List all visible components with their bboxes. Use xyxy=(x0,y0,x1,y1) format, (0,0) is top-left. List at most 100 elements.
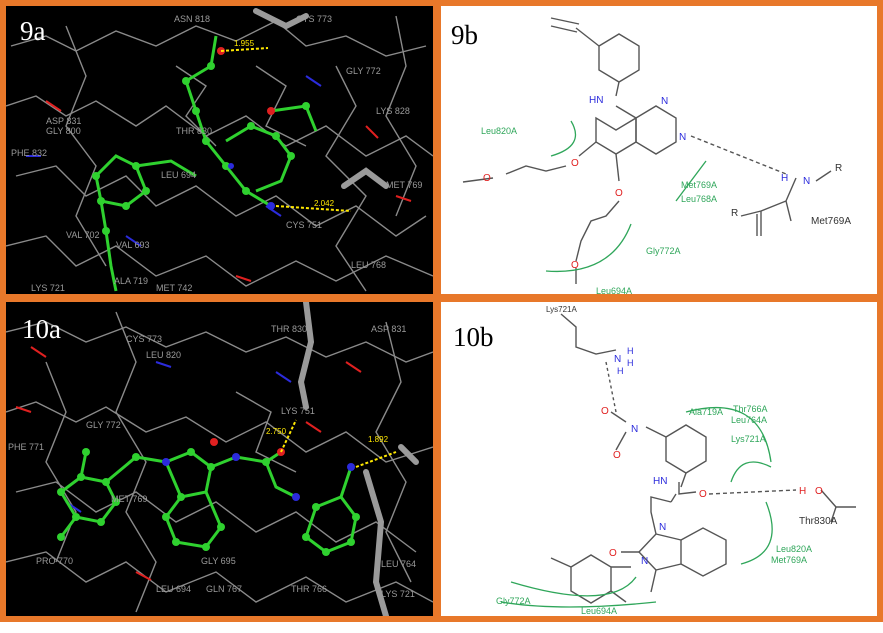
atom-label: N xyxy=(641,556,648,567)
residue-label: MET 769 xyxy=(386,180,422,190)
residue-label: Met769A xyxy=(681,180,717,190)
atom-label: H xyxy=(781,173,788,184)
atom-label: N xyxy=(679,132,686,143)
residue-label: LYS 828 xyxy=(376,106,410,116)
ligand-heteroatoms-10a xyxy=(162,438,355,501)
residue-label: LEU 768 xyxy=(351,260,386,270)
protein-backbone-10a xyxy=(6,311,433,613)
residue-label: Gly772A xyxy=(496,596,531,606)
atom-label: H xyxy=(799,486,806,497)
residue-label: LYS 751 xyxy=(281,406,315,416)
residue-label: VAL 702 xyxy=(66,230,100,240)
protein-backbone-9a xyxy=(6,15,433,292)
residue-label: Thr766A xyxy=(733,404,768,414)
residue-label: GLN 767 xyxy=(206,584,242,594)
hbond-label: 1.892 xyxy=(368,435,389,444)
residue-label: GLY 772 xyxy=(346,66,381,76)
residue-label: ASP 831 xyxy=(371,324,406,334)
panel-10a: 2.750 1.892 CYS 773 LEU 820 THR 830 ASP … xyxy=(6,302,433,616)
atom-label: O xyxy=(613,450,621,461)
atom-label: N xyxy=(614,354,621,365)
residue-label: Ala719A xyxy=(689,407,723,417)
residue-label: PRO 770 xyxy=(36,556,73,566)
atom-label: O xyxy=(601,406,609,417)
panel-9a-structure: 1.955 2.042 ASN 818 CYS 773 GLY 772 LYS … xyxy=(6,8,433,293)
atom-label: N xyxy=(803,176,810,187)
atom-label: H xyxy=(627,358,634,368)
polar-atoms-10a xyxy=(15,346,362,581)
residue-label: LEU 820 xyxy=(146,350,181,360)
hbond-label: 2.042 xyxy=(314,199,335,208)
panel-label-10b: 10b xyxy=(453,322,494,352)
atom-label: H xyxy=(617,366,624,376)
panel-10b: Lys721A Ala719A Thr766A Leu764A Lys721A … xyxy=(441,302,877,616)
atom-label: HN xyxy=(653,476,667,487)
hbond-lines-10a xyxy=(280,419,397,468)
ligand-atoms-9a xyxy=(92,62,310,235)
atom-label: O xyxy=(699,489,707,500)
residue-label: Leu820A xyxy=(776,544,812,554)
panel-9b: Leu820A Met769A Leu768A Gly772A Leu694A … xyxy=(441,6,877,294)
residue-label: Leu694A xyxy=(581,606,617,616)
panel-label-9a: 9a xyxy=(20,16,46,46)
residue-label: THR 830 xyxy=(271,324,307,334)
residue-label: PHE 832 xyxy=(11,148,47,158)
contact-arcs-9b xyxy=(545,120,707,273)
panel-9b-2d-diagram: Leu820A Met769A Leu768A Gly772A Leu694A … xyxy=(462,17,851,294)
panel-9a: 1.955 2.042 ASN 818 CYS 773 GLY 772 LYS … xyxy=(6,6,433,294)
residue-label: LEU 764 xyxy=(381,559,416,569)
atom-label: N xyxy=(661,96,668,107)
residue-label: GLY 800 xyxy=(46,126,81,136)
residue-label: Leu768A xyxy=(681,194,717,204)
residue-label: Leu764A xyxy=(731,415,767,425)
residue-label: CYS 773 xyxy=(126,334,162,344)
residue-label: GLY 772 xyxy=(86,420,121,430)
residue-label: Gly772A xyxy=(646,246,681,256)
ligand-skeleton-10b xyxy=(550,313,856,604)
hbond-lines-9a xyxy=(220,47,352,212)
residue-label: ALA 719 xyxy=(114,276,148,286)
residue-label: MET 742 xyxy=(156,283,192,293)
hbond-label: 2.750 xyxy=(266,427,287,436)
residue-label: CYS 773 xyxy=(296,14,332,24)
atom-label: O xyxy=(571,158,579,169)
hbond-label: 1.955 xyxy=(234,39,255,48)
residue-label: Lys721A xyxy=(546,305,578,314)
panel-label-10a: 10a xyxy=(22,314,61,344)
panel-label-9b: 9b xyxy=(451,20,478,50)
contact-arcs-10b xyxy=(500,406,773,608)
panel-10b-2d-diagram: Lys721A Ala719A Thr766A Leu764A Lys721A … xyxy=(496,305,856,616)
cys-stick-9a xyxy=(253,8,389,189)
residue-label: LEU 694 xyxy=(161,170,196,180)
atom-label: O xyxy=(571,260,579,271)
atom-label: O xyxy=(615,188,623,199)
residue-label: Met769A xyxy=(811,216,851,227)
panel-10a-structure: 2.750 1.892 CYS 773 LEU 820 THR 830 ASP … xyxy=(6,302,433,616)
bottom-strip xyxy=(0,622,883,633)
residue-stick-10a xyxy=(297,302,419,616)
residue-label: Met769A xyxy=(771,555,807,565)
residue-label: Leu694A xyxy=(596,286,632,294)
hbond-line-10b xyxy=(708,489,797,495)
residue-label: Thr830A xyxy=(799,516,838,527)
residue-label: VAL 693 xyxy=(116,240,150,250)
ligand-9a xyxy=(94,35,318,292)
atom-label: R xyxy=(731,208,738,219)
residue-label: THR 766 xyxy=(291,584,327,594)
hbond-line-10b xyxy=(605,361,617,413)
atom-label: O xyxy=(815,486,823,497)
atom-label: R xyxy=(835,163,842,174)
hbond-line-9b xyxy=(690,135,787,175)
atom-label: O xyxy=(483,173,491,184)
atom-label: O xyxy=(609,548,617,559)
residue-label: THR 830 xyxy=(176,126,212,136)
residue-label: LEU 694 xyxy=(156,584,191,594)
atom-label: N xyxy=(659,522,666,533)
atom-label: N xyxy=(631,424,638,435)
residue-label: Lys721A xyxy=(731,434,766,444)
atom-label: HN xyxy=(589,95,603,106)
residue-label: GLY 695 xyxy=(201,556,236,566)
residue-label: MET 769 xyxy=(111,494,147,504)
atom-label: H xyxy=(627,346,634,356)
residue-label: LYS 721 xyxy=(31,283,65,293)
